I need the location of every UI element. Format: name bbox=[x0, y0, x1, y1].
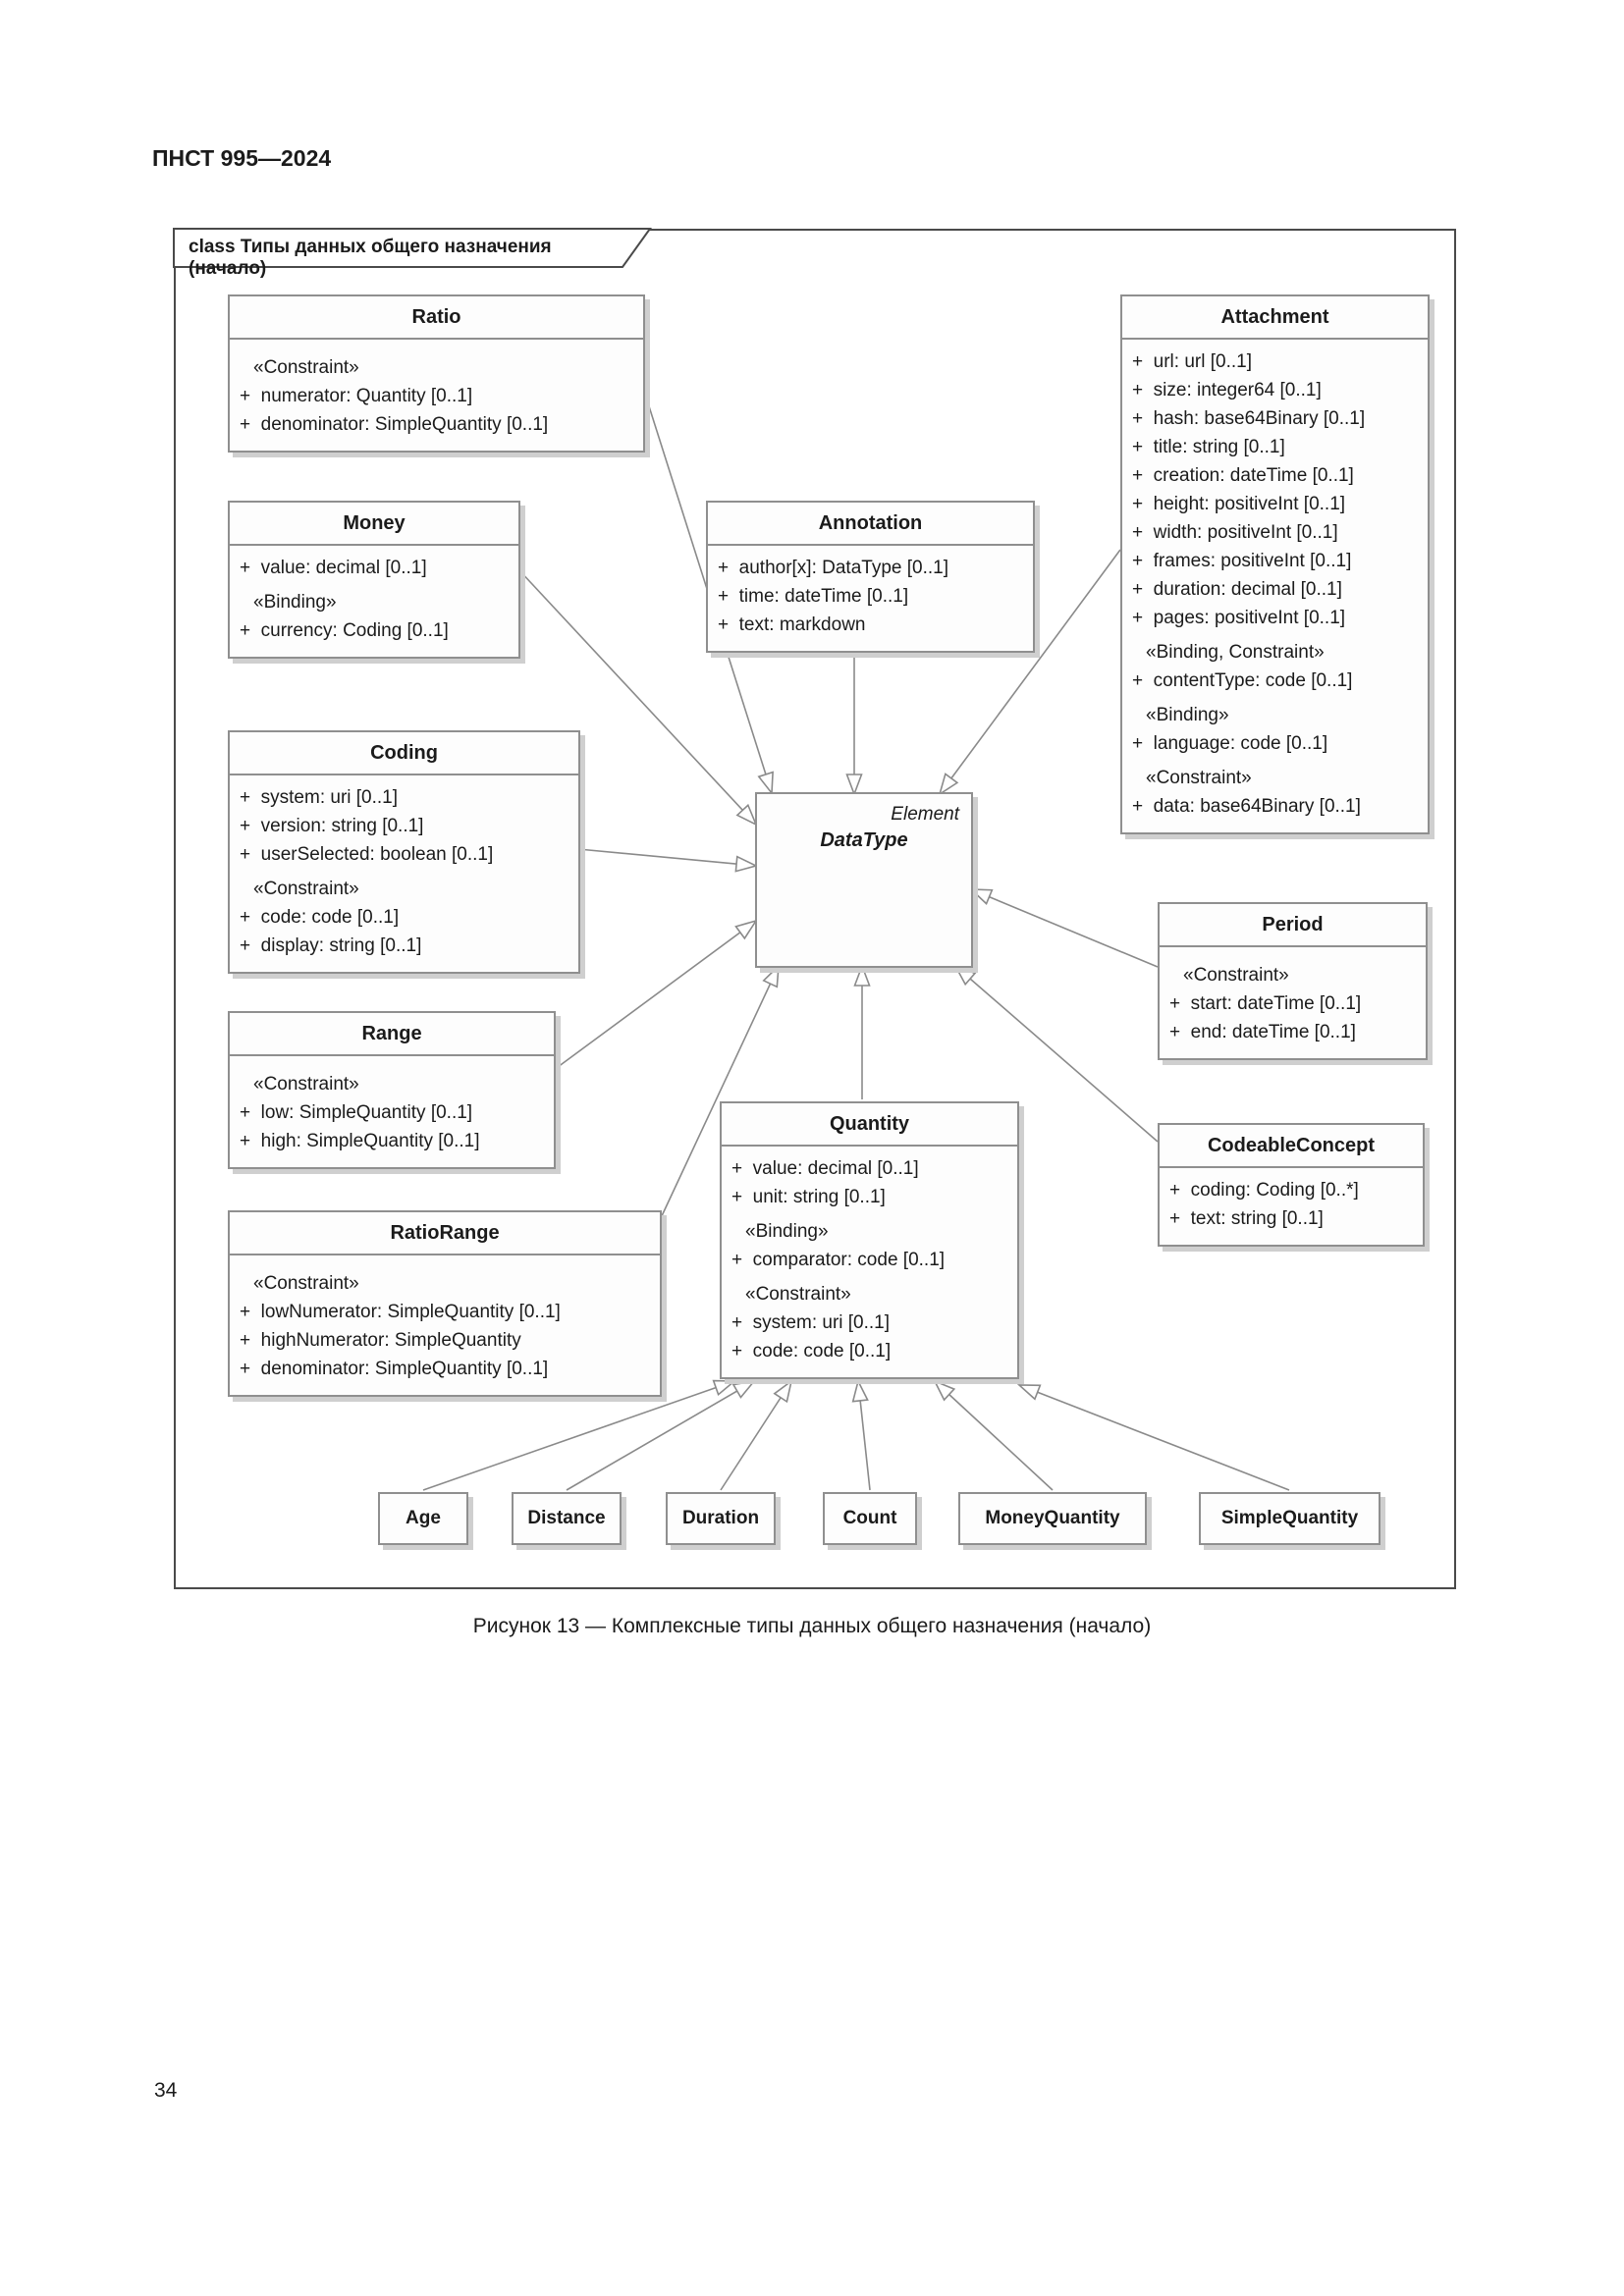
class-title: Ratio bbox=[230, 296, 643, 340]
class-attribute: + data: base64Binary [0..1] bbox=[1132, 796, 1361, 817]
stereotype-label: «Binding» bbox=[745, 1221, 829, 1242]
class-title: Coding bbox=[230, 732, 578, 775]
class-attribute: + unit: string [0..1] bbox=[731, 1187, 886, 1207]
class-title: Period bbox=[1160, 904, 1426, 947]
class-attribute: + value: decimal [0..1] bbox=[731, 1158, 919, 1179]
class-attribute: + numerator: Quantity [0..1] bbox=[240, 386, 473, 406]
class-attributes: + value: decimal [0..1] + unit: string [… bbox=[722, 1147, 1017, 1377]
class-moneyquantity: MoneyQuantity bbox=[958, 1492, 1147, 1545]
stereotype-label: «Constraint» bbox=[1146, 768, 1252, 788]
class-attribute: + denominator: SimpleQuantity [0..1] bbox=[240, 1359, 549, 1379]
class-quantity: Quantity + value: decimal [0..1] + unit:… bbox=[720, 1101, 1019, 1379]
class-attribute: + display: string [0..1] bbox=[240, 935, 422, 956]
class-attribute: + text: string [0..1] bbox=[1169, 1208, 1324, 1229]
class-ratio: Ratio «Constraint» + numerator: Quantity… bbox=[228, 294, 645, 453]
class-attribute: + comparator: code [0..1] bbox=[731, 1250, 946, 1270]
class-attributes: «Constraint» + start: dateTime [0..1] + … bbox=[1160, 947, 1426, 1058]
stereotype-label: «Constraint» bbox=[253, 879, 359, 899]
class-simplequantity: SimpleQuantity bbox=[1199, 1492, 1380, 1545]
class-coding: Coding + system: uri [0..1] + version: s… bbox=[228, 730, 580, 974]
figure-caption: Рисунок 13 — Комплексные типы данных общ… bbox=[472, 1615, 1152, 1637]
class-distance: Distance bbox=[512, 1492, 622, 1545]
datatype-name: DataType bbox=[820, 829, 908, 851]
class-attribute: + width: positiveInt [0..1] bbox=[1132, 522, 1338, 543]
class-attachment: Attachment + url: url [0..1] + size: int… bbox=[1120, 294, 1430, 834]
class-attribute: + author[x]: DataType [0..1] bbox=[718, 558, 948, 578]
class-attribute: + value: decimal [0..1] bbox=[240, 558, 427, 578]
class-attributes: «Constraint» + numerator: Quantity [0..1… bbox=[230, 340, 643, 451]
class-attribute: + code: code [0..1] bbox=[731, 1341, 892, 1362]
class-title: Range bbox=[230, 1013, 554, 1056]
datatype-parent-label: Element bbox=[891, 804, 959, 825]
class-title: Annotation bbox=[708, 503, 1033, 546]
class-attribute: + system: uri [0..1] bbox=[240, 787, 399, 808]
class-codeableconcept: CodeableConcept + coding: Coding [0..*] … bbox=[1158, 1123, 1425, 1247]
class-attribute: + size: integer64 [0..1] bbox=[1132, 380, 1322, 400]
class-attribute: + text: markdown bbox=[718, 614, 866, 635]
class-annotation: Annotation + author[x]: DataType [0..1] … bbox=[706, 501, 1035, 653]
page-number: 34 bbox=[154, 2079, 178, 2102]
class-attribute: + system: uri [0..1] bbox=[731, 1312, 891, 1333]
class-datatype: Element DataType bbox=[755, 792, 973, 968]
stereotype-label: «Constraint» bbox=[1183, 965, 1289, 986]
class-title: Attachment bbox=[1122, 296, 1428, 340]
class-attributes: «Constraint» + lowNumerator: SimpleQuant… bbox=[230, 1255, 660, 1395]
class-ratiorange: RatioRange «Constraint» + lowNumerator: … bbox=[228, 1210, 662, 1397]
class-attribute: + end: dateTime [0..1] bbox=[1169, 1022, 1356, 1042]
class-attribute: + userSelected: boolean [0..1] bbox=[240, 844, 494, 865]
diagram-frame-label: class Типы данных общего назначения (нач… bbox=[189, 237, 552, 279]
class-attributes: «Constraint» + low: SimpleQuantity [0..1… bbox=[230, 1056, 554, 1167]
class-age: Age bbox=[378, 1492, 468, 1545]
class-attribute: + version: string [0..1] bbox=[240, 816, 424, 836]
class-duration: Duration bbox=[666, 1492, 776, 1545]
class-attribute: + pages: positiveInt [0..1] bbox=[1132, 608, 1346, 628]
class-attribute: + duration: decimal [0..1] bbox=[1132, 579, 1342, 600]
class-attribute: + contentType: code [0..1] bbox=[1132, 670, 1353, 691]
class-period: Period «Constraint» + start: dateTime [0… bbox=[1158, 902, 1428, 1060]
class-attribute: + start: dateTime [0..1] bbox=[1169, 993, 1362, 1014]
class-attribute: + height: positiveInt [0..1] bbox=[1132, 494, 1346, 514]
stereotype-label: «Binding, Constraint» bbox=[1146, 642, 1325, 663]
class-attribute: + lowNumerator: SimpleQuantity [0..1] bbox=[240, 1302, 561, 1322]
class-attribute: + high: SimpleQuantity [0..1] bbox=[240, 1131, 480, 1151]
class-attributes: + system: uri [0..1] + version: string [… bbox=[230, 775, 578, 972]
class-title: Quantity bbox=[722, 1103, 1017, 1147]
class-title: Money bbox=[230, 503, 518, 546]
stereotype-label: «Constraint» bbox=[253, 357, 359, 378]
stereotype-label: «Constraint» bbox=[745, 1284, 851, 1305]
stereotype-label: «Constraint» bbox=[253, 1273, 359, 1294]
stereotype-label: «Constraint» bbox=[253, 1074, 359, 1095]
class-attribute: + url: url [0..1] bbox=[1132, 351, 1252, 372]
class-attributes: + value: decimal [0..1] «Binding» + curr… bbox=[230, 546, 518, 657]
class-attribute: + denominator: SimpleQuantity [0..1] bbox=[240, 414, 549, 435]
class-count: Count bbox=[823, 1492, 917, 1545]
class-attributes: + author[x]: DataType [0..1] + time: dat… bbox=[708, 546, 1033, 651]
class-attribute: + highNumerator: SimpleQuantity bbox=[240, 1330, 521, 1351]
class-title: CodeableConcept bbox=[1160, 1125, 1423, 1168]
class-attribute: + time: dateTime [0..1] bbox=[718, 586, 909, 607]
class-attribute: + language: code [0..1] bbox=[1132, 733, 1328, 754]
diagram-frame bbox=[174, 229, 1456, 1589]
stereotype-label: «Binding» bbox=[253, 592, 337, 613]
class-attribute: + title: string [0..1] bbox=[1132, 437, 1285, 457]
class-range: Range «Constraint» + low: SimpleQuantity… bbox=[228, 1011, 556, 1169]
class-attribute: + creation: dateTime [0..1] bbox=[1132, 465, 1354, 486]
class-money: Money + value: decimal [0..1] «Binding» … bbox=[228, 501, 520, 659]
class-title: RatioRange bbox=[230, 1212, 660, 1255]
class-attribute: + frames: positiveInt [0..1] bbox=[1132, 551, 1352, 571]
class-attribute: + low: SimpleQuantity [0..1] bbox=[240, 1102, 473, 1123]
class-attribute: + currency: Coding [0..1] bbox=[240, 620, 449, 641]
class-attributes: + url: url [0..1] + size: integer64 [0..… bbox=[1122, 340, 1428, 832]
stereotype-label: «Binding» bbox=[1146, 705, 1229, 725]
class-attribute: + hash: base64Binary [0..1] bbox=[1132, 408, 1366, 429]
class-attributes: + coding: Coding [0..*] + text: string [… bbox=[1160, 1168, 1423, 1245]
document-header: ПНСТ 995—2024 bbox=[152, 145, 332, 171]
class-attribute: + code: code [0..1] bbox=[240, 907, 400, 928]
class-attribute: + coding: Coding [0..*] bbox=[1169, 1180, 1359, 1201]
